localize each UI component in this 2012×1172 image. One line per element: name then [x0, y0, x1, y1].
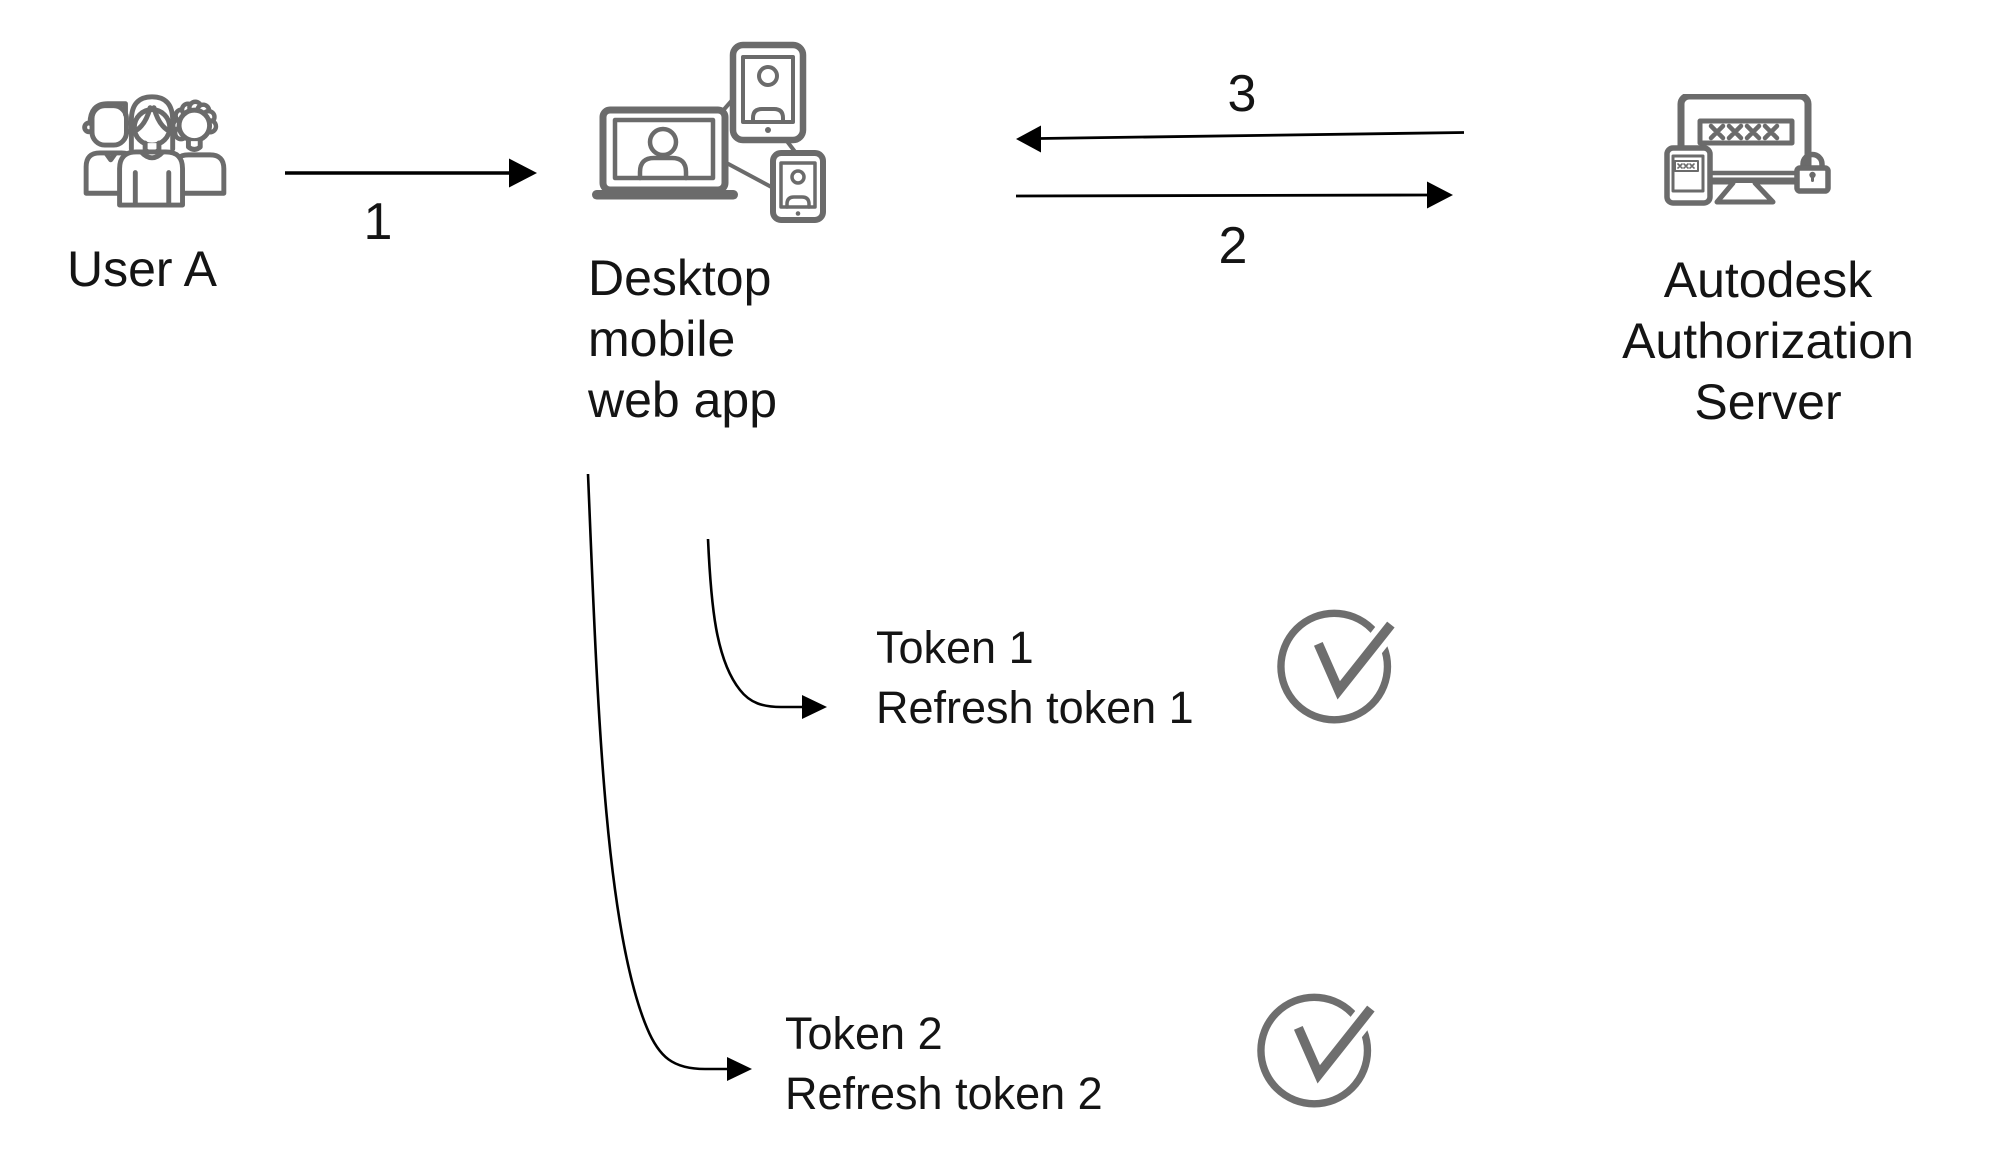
check-mark: [1313, 621, 1395, 700]
check-circle-ring: [1257, 993, 1372, 1108]
step-3-label: 3: [1227, 65, 1257, 123]
check-circle-icon: [1257, 993, 1380, 1108]
step-2-label: 2: [1218, 217, 1248, 275]
arrow-step1: [285, 158, 537, 188]
check-mark: [1293, 1005, 1375, 1084]
tablet-icon: [729, 41, 807, 144]
app-label-line-3: web app: [588, 372, 778, 428]
password-lock-devices-icon: [1664, 94, 1831, 206]
user-figure-middle: [117, 94, 185, 208]
check-circle-icon: [1277, 609, 1400, 724]
users-group-icon: [82, 94, 227, 208]
app-label-line-2: mobile: [588, 311, 736, 367]
arrow-token1-curve: [706, 538, 827, 719]
token-2-line-2: Refresh token 2: [785, 1068, 1103, 1119]
mobile-password-icon: [1664, 145, 1713, 206]
server-label-line-2: Authorization: [1622, 313, 1914, 369]
laptop-icon: [592, 106, 738, 200]
arrow-step3: [1016, 125, 1465, 153]
user-figure-right: [170, 99, 227, 196]
padlock-icon: [1794, 151, 1831, 194]
multi-device-icon: [592, 41, 826, 223]
step-1-label: 1: [363, 193, 393, 251]
server-node-label: Autodesk Authorization Server: [1588, 250, 1948, 433]
token-1-line-1: Token 1: [876, 622, 1034, 673]
app-label-line-1: Desktop: [588, 250, 772, 306]
token-2-label: Token 2 Refresh token 2: [785, 1004, 1103, 1124]
server-label-line-1: Autodesk: [1663, 252, 1873, 308]
arrow-token2-curve: [586, 473, 752, 1081]
app-node-label: Desktop mobile web app: [588, 248, 777, 431]
check-circle-ring: [1277, 609, 1392, 724]
token-1-line-2: Refresh token 1: [876, 682, 1194, 733]
user-node-label: User A: [66, 241, 218, 297]
password-field-icon: [1697, 118, 1795, 146]
arrow-step2: [1015, 181, 1453, 209]
token-2-line-1: Token 2: [785, 1008, 943, 1059]
server-label-line-3: Server: [1694, 374, 1842, 430]
token-1-label: Token 1 Refresh token 1: [876, 618, 1194, 738]
phone-icon: [770, 150, 826, 223]
